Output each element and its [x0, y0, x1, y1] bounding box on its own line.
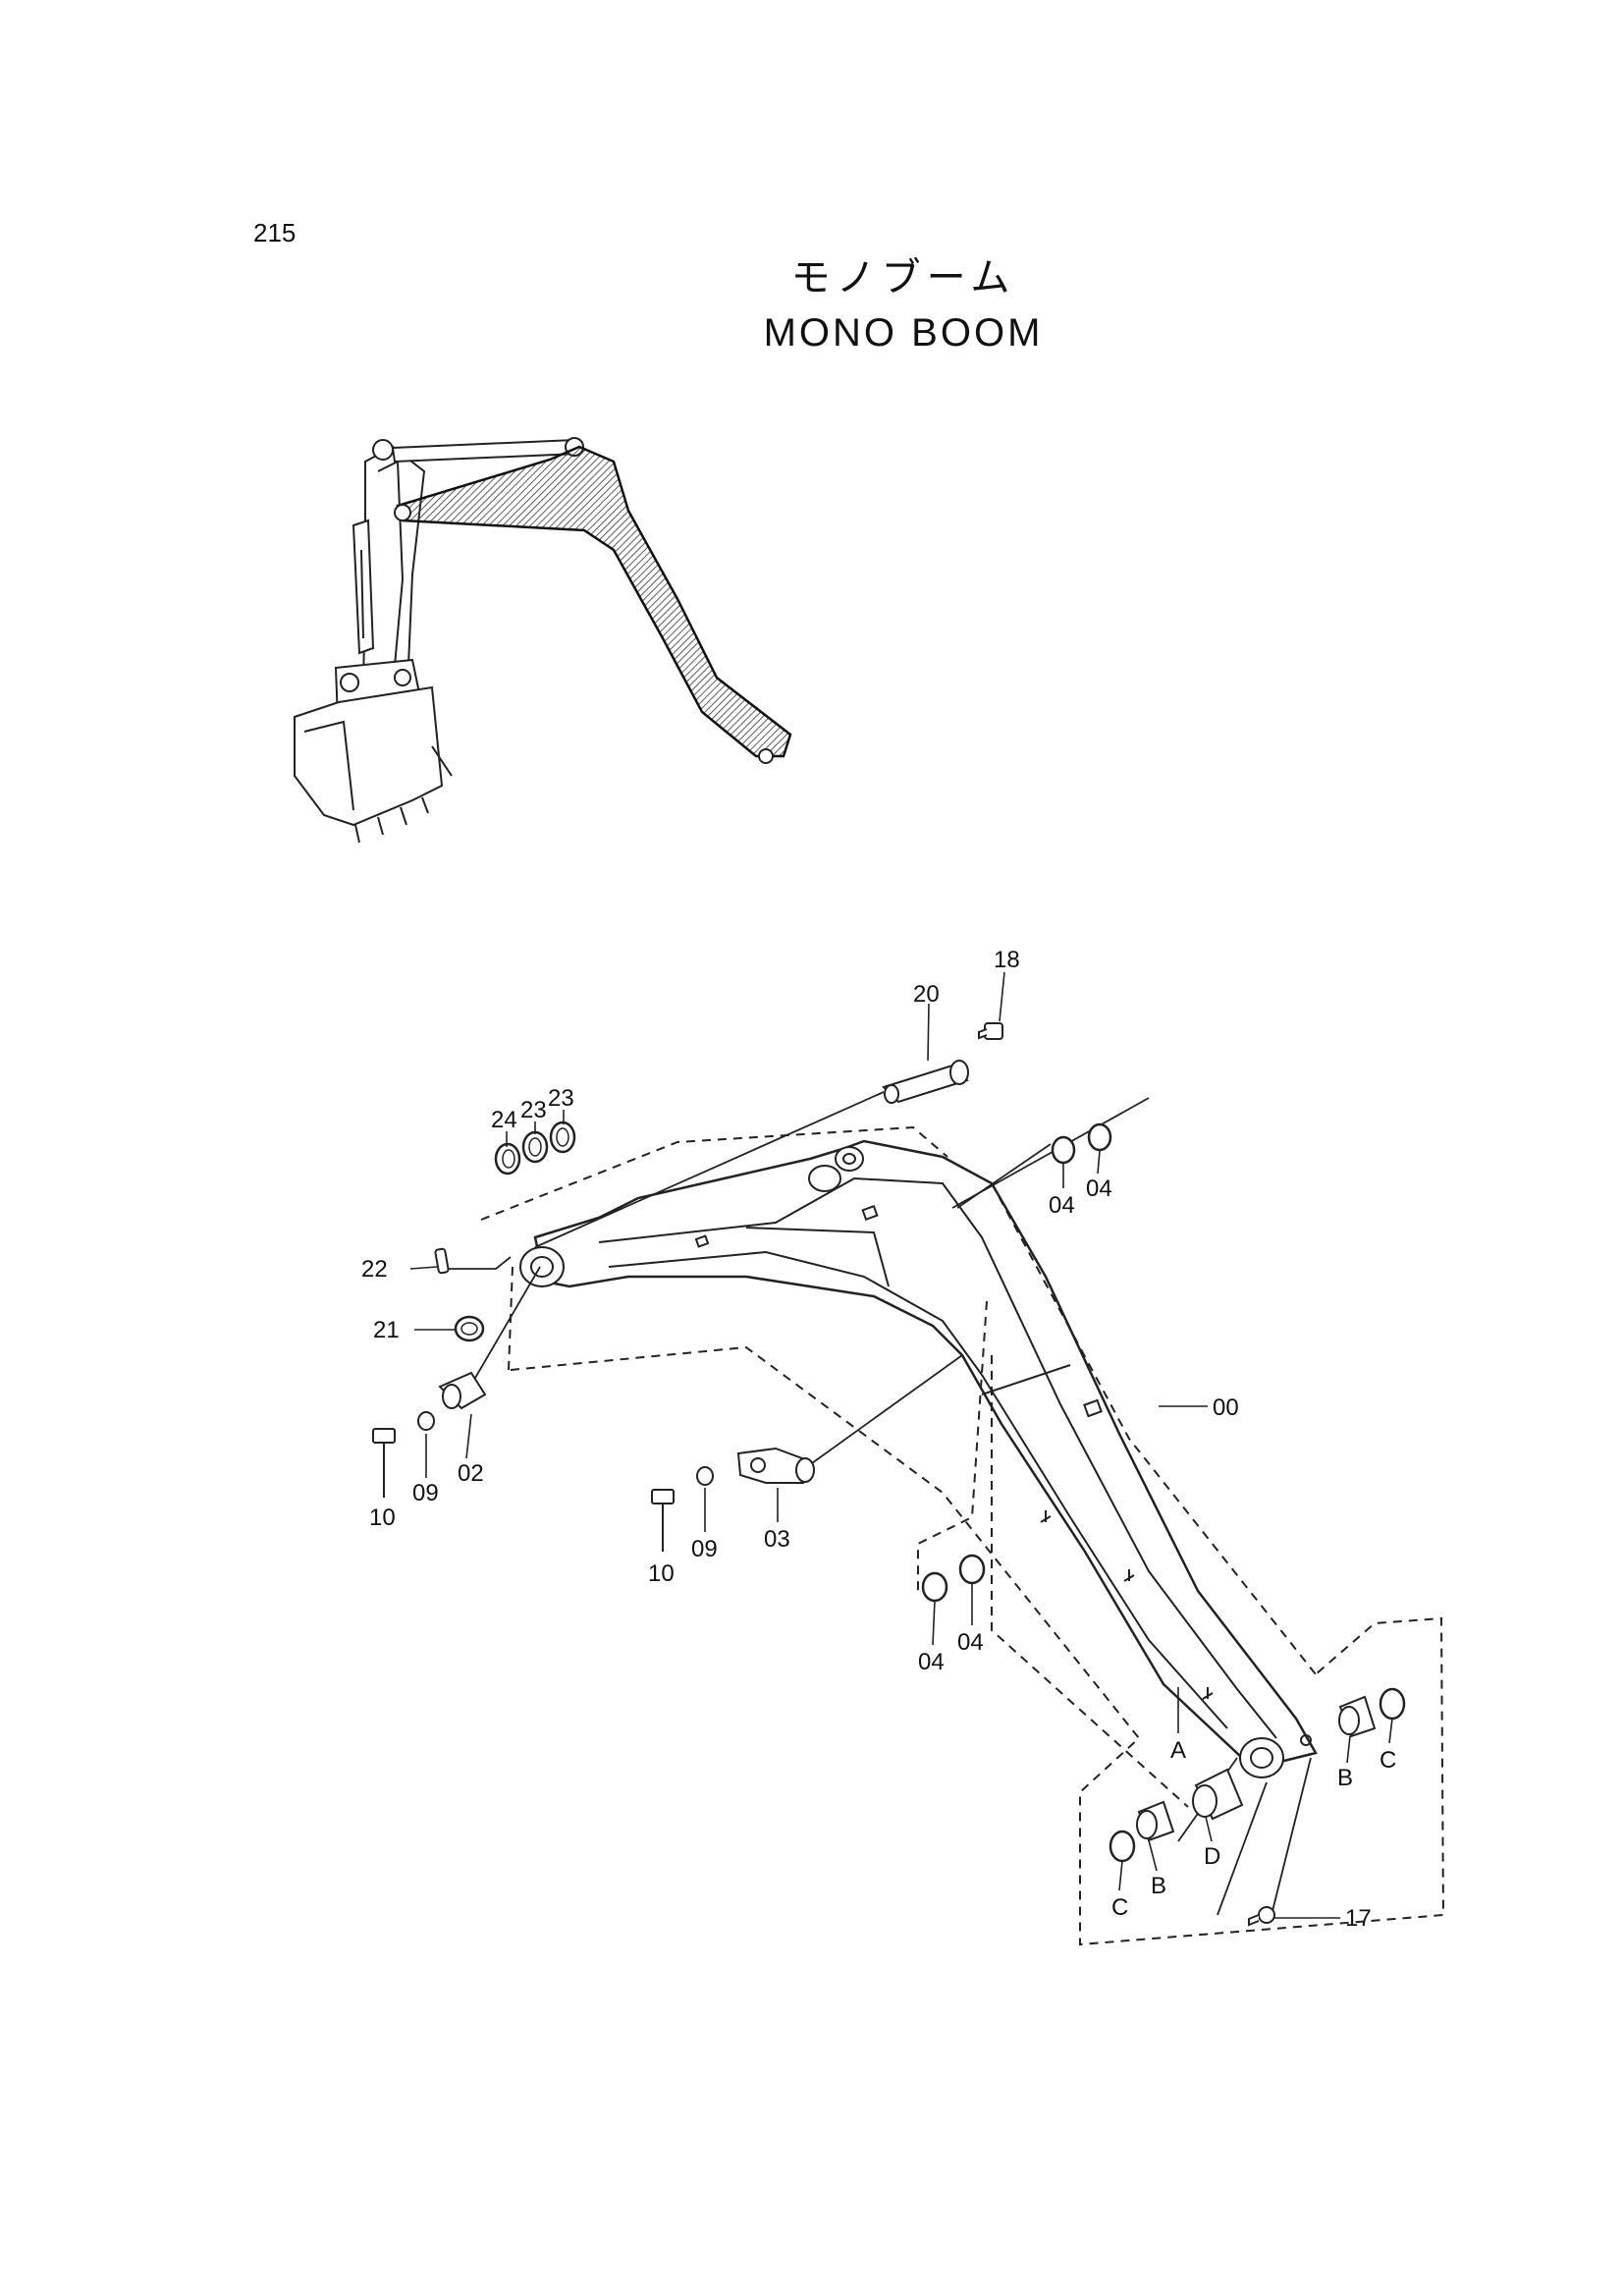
- callout-04-b: 04: [1086, 1175, 1112, 1202]
- callout-21: 21: [373, 1317, 400, 1343]
- part-D-bushing: [1192, 1768, 1244, 1821]
- callout-00: 00: [1213, 1394, 1239, 1421]
- leader-lines: [438, 1091, 1312, 1916]
- callout-B-right: B: [1337, 1765, 1353, 1791]
- callout-17: 17: [1345, 1905, 1372, 1932]
- callout-09-b: 09: [691, 1536, 718, 1562]
- page-number: 215: [253, 218, 297, 247]
- part-20-pin: [882, 1060, 969, 1104]
- part-02-pin-stopper: [438, 1371, 487, 1410]
- title-block: モノブーム MONO BOOM: [687, 250, 1119, 360]
- part-17-grease-nipple: [1248, 1906, 1275, 1927]
- part-03-pin-stopper: [736, 1447, 815, 1484]
- callout-labels: 18 20 24 23 23 22 21 02 09 10 09 10 03 0…: [361, 947, 1396, 1932]
- callout-04-d: 04: [957, 1629, 984, 1656]
- callout-18: 18: [994, 947, 1020, 973]
- callout-A: A: [1170, 1737, 1186, 1764]
- title-japanese: モノブーム: [790, 255, 1016, 301]
- part-10-bolt-b: [651, 1489, 675, 1552]
- part-B-bushing-right: [1338, 1695, 1377, 1738]
- part-09-washer-a: [417, 1411, 435, 1431]
- part-C-seal-left: [1109, 1830, 1136, 1863]
- callout-24: 24: [491, 1107, 517, 1133]
- callout-leaders: [409, 971, 1393, 1919]
- part-10-bolt-a: [372, 1428, 396, 1498]
- part-04-shims-top: [1051, 1122, 1112, 1165]
- callout-D: D: [1204, 1843, 1220, 1870]
- callout-03: 03: [764, 1526, 790, 1553]
- part-04-shims-mid: [921, 1554, 986, 1603]
- callout-C-right: C: [1380, 1747, 1396, 1774]
- callout-B-left: B: [1151, 1873, 1166, 1899]
- part-B-bushing-left: [1136, 1800, 1175, 1842]
- callout-04-a: 04: [1049, 1192, 1075, 1219]
- callout-22: 22: [361, 1256, 388, 1283]
- callout-10-a: 10: [369, 1504, 396, 1531]
- callout-10-b: 10: [648, 1560, 675, 1587]
- part-23-shim-b: [549, 1121, 576, 1154]
- part-21-ring: [454, 1315, 485, 1342]
- callout-23-a: 23: [520, 1097, 547, 1123]
- callout-20: 20: [913, 981, 940, 1008]
- callout-02: 02: [458, 1460, 484, 1487]
- part-22-grease-fitting: [434, 1247, 450, 1275]
- part-18-bolt: [978, 1022, 1003, 1040]
- callout-04-c: 04: [918, 1649, 945, 1675]
- excavator-overview-illustration: [294, 437, 792, 844]
- part-C-seal-right: [1379, 1687, 1406, 1721]
- part-23-shim-a: [521, 1130, 549, 1164]
- callout-09-a: 09: [412, 1480, 439, 1506]
- part-09-washer-b: [696, 1466, 714, 1486]
- callout-C-left: C: [1111, 1894, 1128, 1921]
- callout-23-b: 23: [548, 1085, 574, 1112]
- title-english: MONO BOOM: [763, 311, 1044, 355]
- part-24-washer: [494, 1142, 521, 1175]
- mono-boom-exploded-view: [519, 1139, 1318, 1778]
